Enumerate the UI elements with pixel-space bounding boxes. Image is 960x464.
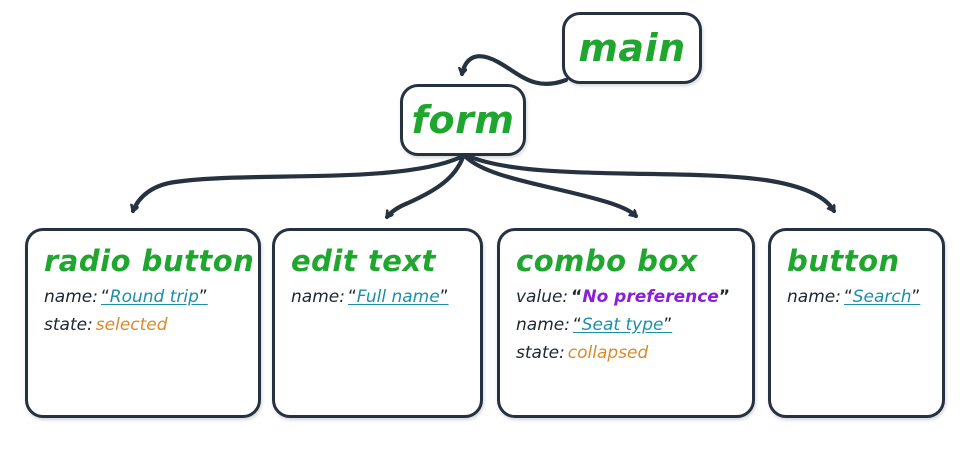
- prop-value-text: Round trip: [109, 287, 199, 307]
- quote-open: “: [843, 287, 853, 307]
- prop-key: name:: [291, 287, 345, 307]
- node-edit-text[interactable]: edit text name:“Full name”: [272, 228, 483, 418]
- prop-row: name:“Seat type”: [516, 315, 736, 336]
- prop-row: state:collapsed: [516, 343, 736, 364]
- prop-row: name:“Round trip”: [44, 287, 242, 308]
- edge-form-to-edit-text: [384, 154, 466, 220]
- prop-row: state:selected: [44, 315, 242, 336]
- quote-close: ”: [911, 287, 921, 307]
- node-radio-button-props: name:“Round trip” state:selected: [44, 287, 242, 336]
- prop-value: collapsed: [567, 343, 649, 363]
- node-combo-box[interactable]: combo box value:“No preference” name:“Se…: [497, 228, 755, 418]
- prop-key: value:: [516, 287, 569, 307]
- prop-value-text: No preference: [582, 287, 719, 307]
- prop-key: state:: [44, 315, 93, 335]
- node-form-title: form: [411, 98, 515, 142]
- prop-value-text: Full name: [356, 287, 440, 307]
- prop-value-text: Seat type: [581, 315, 664, 335]
- prop-value-text: Search: [852, 287, 912, 307]
- prop-value: “Search”: [844, 287, 920, 307]
- node-edit-text-title: edit text: [291, 244, 436, 278]
- prop-key: name:: [516, 315, 570, 335]
- quote-open: “: [100, 287, 110, 307]
- node-combo-box-props: value:“No preference” name:“Seat type” s…: [516, 287, 736, 364]
- node-radio-button[interactable]: radio button name:“Round trip” state:sel…: [25, 228, 261, 418]
- edge-form-to-button: [465, 153, 837, 214]
- node-radio-button-title: radio button: [44, 244, 255, 278]
- quote-close: ”: [198, 287, 208, 307]
- prop-row: value:“No preference”: [516, 287, 736, 308]
- prop-row: name:“Full name”: [291, 287, 464, 308]
- quote-open: “: [347, 287, 357, 307]
- prop-key: name:: [44, 287, 98, 307]
- edge-form-to-radio-button: [133, 154, 464, 214]
- prop-row: name:“Search”: [787, 287, 926, 308]
- edge-main-to-form: [462, 54, 569, 86]
- prop-key: state:: [516, 343, 565, 363]
- node-main[interactable]: main: [562, 12, 702, 84]
- prop-value: “Full name”: [348, 287, 449, 307]
- quote-close: ”: [439, 287, 449, 307]
- prop-value: “Seat type”: [573, 315, 672, 335]
- prop-value: “Round trip”: [101, 287, 208, 307]
- quote-close: ”: [663, 315, 673, 335]
- node-combo-box-title: combo box: [516, 244, 698, 278]
- node-edit-text-props: name:“Full name”: [291, 287, 464, 308]
- prop-value: “No preference”: [571, 287, 730, 307]
- edge-form-to-combo-box: [463, 154, 639, 219]
- node-main-title: main: [578, 26, 686, 70]
- quote-open: “: [572, 315, 582, 335]
- node-button-props: name:“Search”: [787, 287, 926, 308]
- quote-close: ”: [718, 287, 731, 307]
- node-button-title: button: [787, 244, 900, 278]
- node-button[interactable]: button name:“Search”: [768, 228, 945, 418]
- prop-value: selected: [95, 315, 168, 335]
- prop-key: name:: [787, 287, 841, 307]
- node-form[interactable]: form: [400, 84, 526, 156]
- quote-open: “: [571, 287, 583, 307]
